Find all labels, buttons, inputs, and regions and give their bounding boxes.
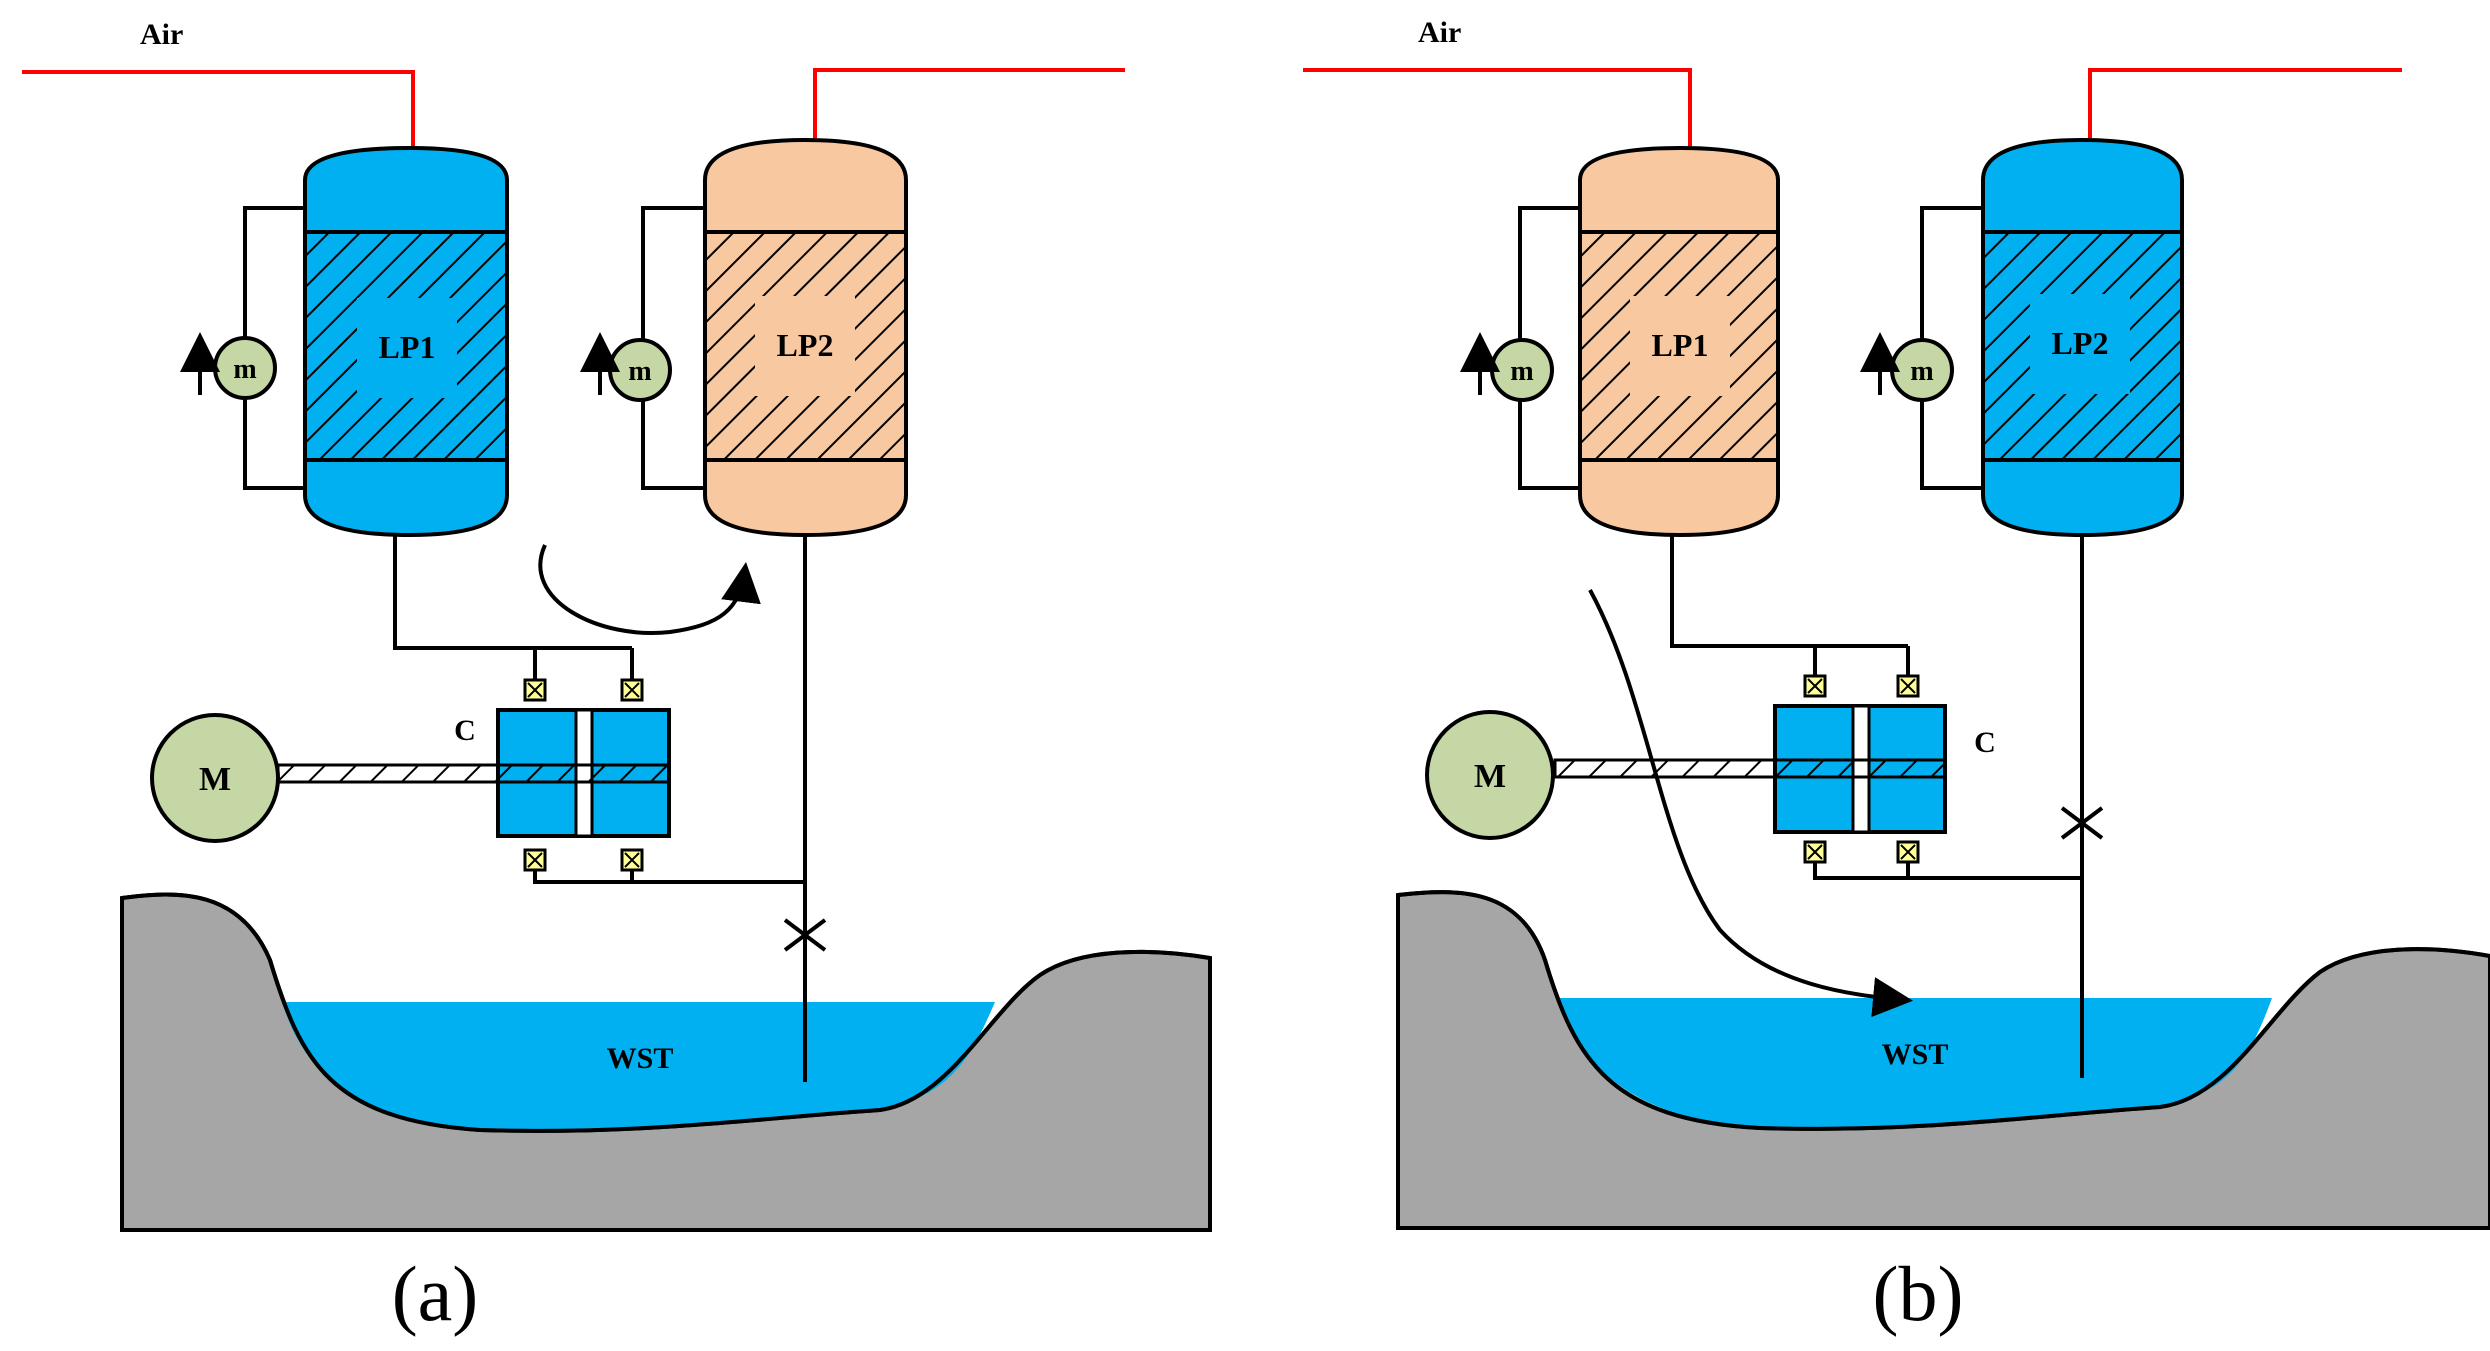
motor-label: M	[199, 761, 231, 798]
compressor-label: C	[1974, 726, 1996, 759]
air-pipe-2	[2088, 68, 2402, 140]
motor	[150, 713, 280, 843]
air-label: Air	[140, 18, 183, 51]
vessel-lp2: LP2	[1981, 137, 2184, 538]
air-pipe-2	[813, 68, 1125, 140]
ground-outline	[121, 892, 1211, 1133]
air-label: Air	[1418, 16, 1461, 49]
vessel-lp2: LP2	[703, 137, 908, 538]
vessel-lp1-label: LP1	[1652, 327, 1709, 363]
caption-b: (b)	[1873, 1250, 1964, 1337]
caption-a: (a)	[392, 1250, 479, 1337]
meter-lp2-label: m	[1910, 356, 1933, 387]
tank-label: WST	[607, 1042, 674, 1075]
vessel-lp2-label: LP2	[777, 327, 834, 363]
air-pipe-1	[1303, 68, 1692, 148]
meter-lp2-label: m	[628, 356, 651, 387]
vessel-lp1: LP1	[303, 145, 509, 538]
vessel-lp2-label: LP2	[2052, 325, 2109, 361]
drive-shaft	[276, 763, 671, 784]
vessel-lp1-label: LP1	[379, 329, 436, 365]
shutoff-valve	[783, 918, 827, 952]
vessel-lp1: LP1	[1578, 145, 1780, 538]
pipe-compressor-return	[533, 870, 805, 884]
check-valves	[1803, 674, 1920, 864]
ground-outline	[1397, 890, 2490, 1131]
panel-a: WST Air LP1 m LP2 m	[22, 18, 1212, 1337]
water-tank-water	[1558, 998, 2272, 1129]
air-pipe-1	[22, 70, 415, 148]
compressor-label: C	[454, 714, 476, 747]
drive-shaft	[1553, 758, 1947, 779]
check-valves	[523, 678, 644, 872]
pipe-lp1-compressor	[393, 535, 632, 650]
tank-label: WST	[1882, 1038, 1949, 1071]
pipe-compressor-return	[1813, 862, 2082, 880]
motor-label: M	[1474, 758, 1506, 795]
panel-b: WST Air LP1 m LP2 m	[1303, 16, 2490, 1337]
meter-lp1-label: m	[1510, 356, 1533, 387]
shutoff-valve	[2060, 806, 2104, 840]
water-tank-water	[282, 1002, 995, 1131]
motor	[1425, 710, 1555, 840]
meter-lp1-label: m	[233, 354, 256, 385]
flow-arrow	[1588, 589, 1913, 1018]
pipe-lp1-compressor	[1670, 535, 1908, 648]
flow-arrow	[538, 544, 761, 635]
